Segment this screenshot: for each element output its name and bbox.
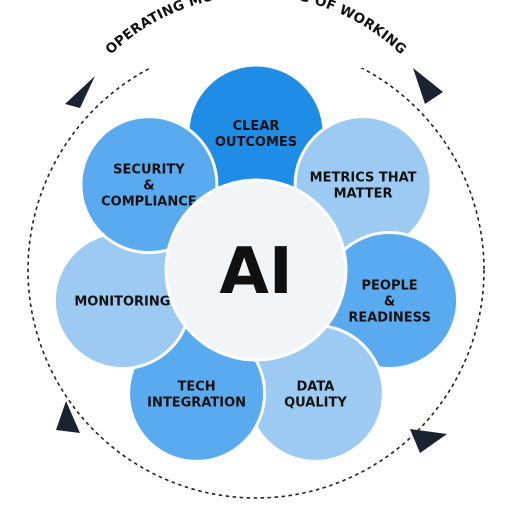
petal-label-line: COMPLIANCE <box>101 195 197 210</box>
petal-label-monitoring: MONITORING <box>74 295 170 310</box>
petal-label-line: TECH <box>178 379 216 394</box>
petal-label-line: MATTER <box>334 187 393 202</box>
petal-label-line: SECURITY <box>113 163 185 178</box>
petal-label-people-readiness: PEOPLE&READINESS <box>348 279 430 326</box>
petal-label-line: PEOPLE <box>362 279 418 294</box>
title-mask <box>96 28 416 68</box>
petal-label-line: METRICS THAT <box>310 171 417 186</box>
center-label: AI <box>219 235 292 309</box>
arrow-bottom-right-icon <box>410 429 447 453</box>
petal-people-readiness: PEOPLE&READINESS <box>320 231 460 370</box>
petal-label-line: CLEAR <box>233 119 280 134</box>
petal-label-line: READINESS <box>348 311 430 326</box>
petal-label-line: INTEGRATION <box>147 395 246 410</box>
petal-label-line: DATA <box>297 379 335 394</box>
petal-label-line: & <box>143 179 154 194</box>
petal-label-line: & <box>384 295 395 310</box>
petal-label-security-compliance: SECURITY&COMPLIANCE <box>101 163 197 210</box>
arrow-bottom-left-icon <box>56 401 80 433</box>
center-circle <box>164 178 348 362</box>
center-node: AI <box>164 178 348 362</box>
arrow-top-right-icon <box>413 68 443 104</box>
petal-label-line: MONITORING <box>74 295 170 310</box>
arrow-top-left-icon <box>65 76 95 108</box>
petal-label-line: QUALITY <box>284 395 347 410</box>
petal-label-line: OUTCOMES <box>215 135 297 150</box>
